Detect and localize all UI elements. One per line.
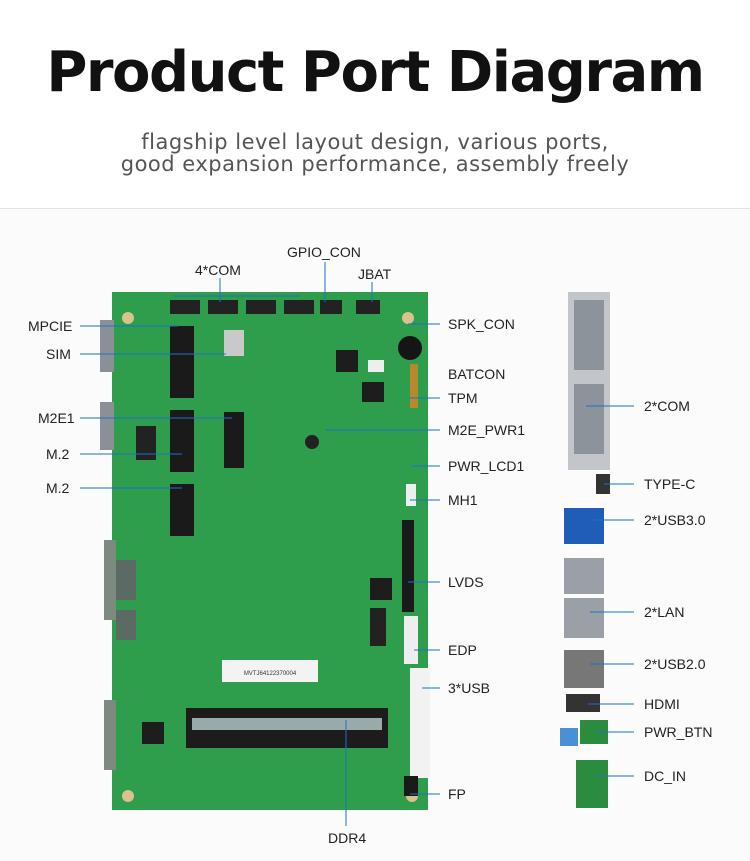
label-batcon: BATCON xyxy=(448,366,506,382)
io-side-view xyxy=(560,292,610,808)
label-2com: 2*COM xyxy=(644,398,690,414)
label-mpcie: MPCIE xyxy=(28,318,73,334)
page-title: Product Port Diagram xyxy=(46,40,705,105)
label-2usb20: 2*USB2.0 xyxy=(644,656,706,672)
label-2usb30: 2*USB3.0 xyxy=(644,512,706,528)
label-m2e-pwr1: M2E_PWR1 xyxy=(448,422,526,438)
label-tpm: TPM xyxy=(448,390,478,406)
board-sticker-text: MVTJ64122370004 xyxy=(244,671,297,677)
main-board: MVTJ64122370004 xyxy=(100,292,430,810)
label-mh1: MH1 xyxy=(448,492,478,508)
label-sim: SIM xyxy=(46,346,71,362)
label-pwr-lcd1: PWR_LCD1 xyxy=(448,458,525,474)
label-pwr-btn: PWR_BTN xyxy=(644,724,713,740)
label-jbat: JBAT xyxy=(358,266,392,282)
label-ddr4: DDR4 xyxy=(328,830,367,846)
label-edp: EDP xyxy=(448,642,477,658)
label-gpio-con: GPIO_CON xyxy=(287,244,361,260)
label-lvds: LVDS xyxy=(448,574,484,590)
label-fp: FP xyxy=(448,786,466,802)
label-m2-a: M.2 xyxy=(46,446,70,462)
label-spk-con: SPK_CON xyxy=(448,316,515,332)
label-3usb: 3*USB xyxy=(448,680,491,696)
label-2lan: 2*LAN xyxy=(644,604,685,620)
label-hdmi: HDMI xyxy=(644,696,680,712)
leader-lines xyxy=(80,262,634,826)
label-m2e1: M2E1 xyxy=(38,410,75,426)
label-4com: 4*COM xyxy=(195,262,241,278)
label-type-c: TYPE-C xyxy=(644,476,696,492)
subtitle-line-1: flagship level layout design, various po… xyxy=(141,130,609,154)
subtitle-line-2: good expansion performance, assembly fre… xyxy=(120,152,630,176)
label-dc-in: DC_IN xyxy=(644,768,687,784)
label-m2-b: M.2 xyxy=(46,480,70,496)
